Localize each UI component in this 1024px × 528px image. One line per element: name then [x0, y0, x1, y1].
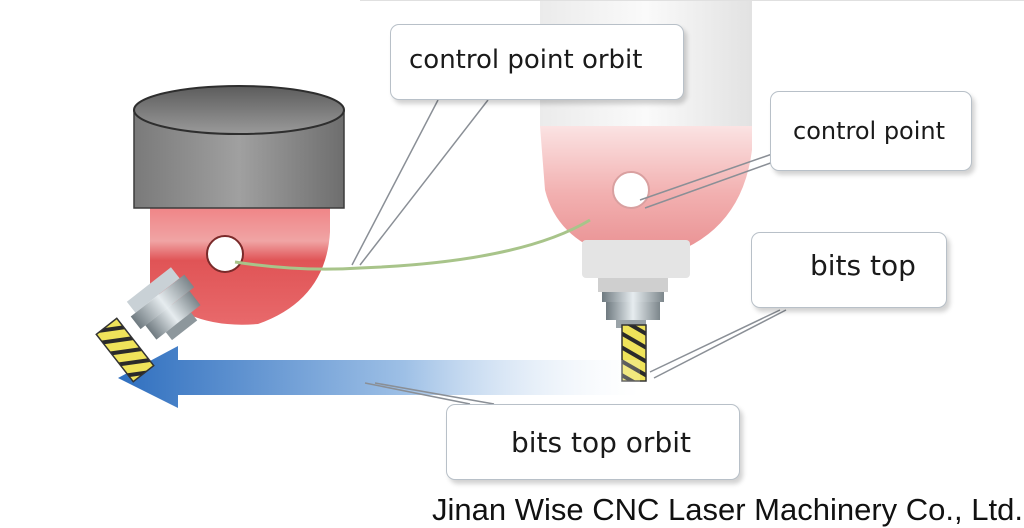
callout-bits-top: bits top: [751, 232, 947, 308]
bits-top-orbit-arrow: [118, 346, 640, 408]
callout-bits-top-orbit: bits top orbit: [446, 404, 740, 480]
right-control-point: [612, 171, 650, 209]
label-control-point-orbit: control point orbit: [409, 45, 643, 75]
control-point-orbit-curve: [234, 218, 591, 271]
callout-control-point: control point: [770, 91, 972, 171]
left-spindle-head: [126, 85, 345, 341]
label-bits-top-orbit: bits top orbit: [511, 425, 691, 459]
label-control-point: control point: [793, 117, 946, 145]
leader-lines: [351, 99, 791, 405]
left-control-point: [206, 235, 244, 273]
callout-control-point-orbit: control point orbit: [390, 24, 684, 100]
left-cutting-bit: [95, 317, 155, 383]
company-watermark: Jinan Wise CNC Laser Machinery Co., Ltd.: [432, 492, 1023, 527]
label-bits-top: bits top: [810, 249, 916, 282]
